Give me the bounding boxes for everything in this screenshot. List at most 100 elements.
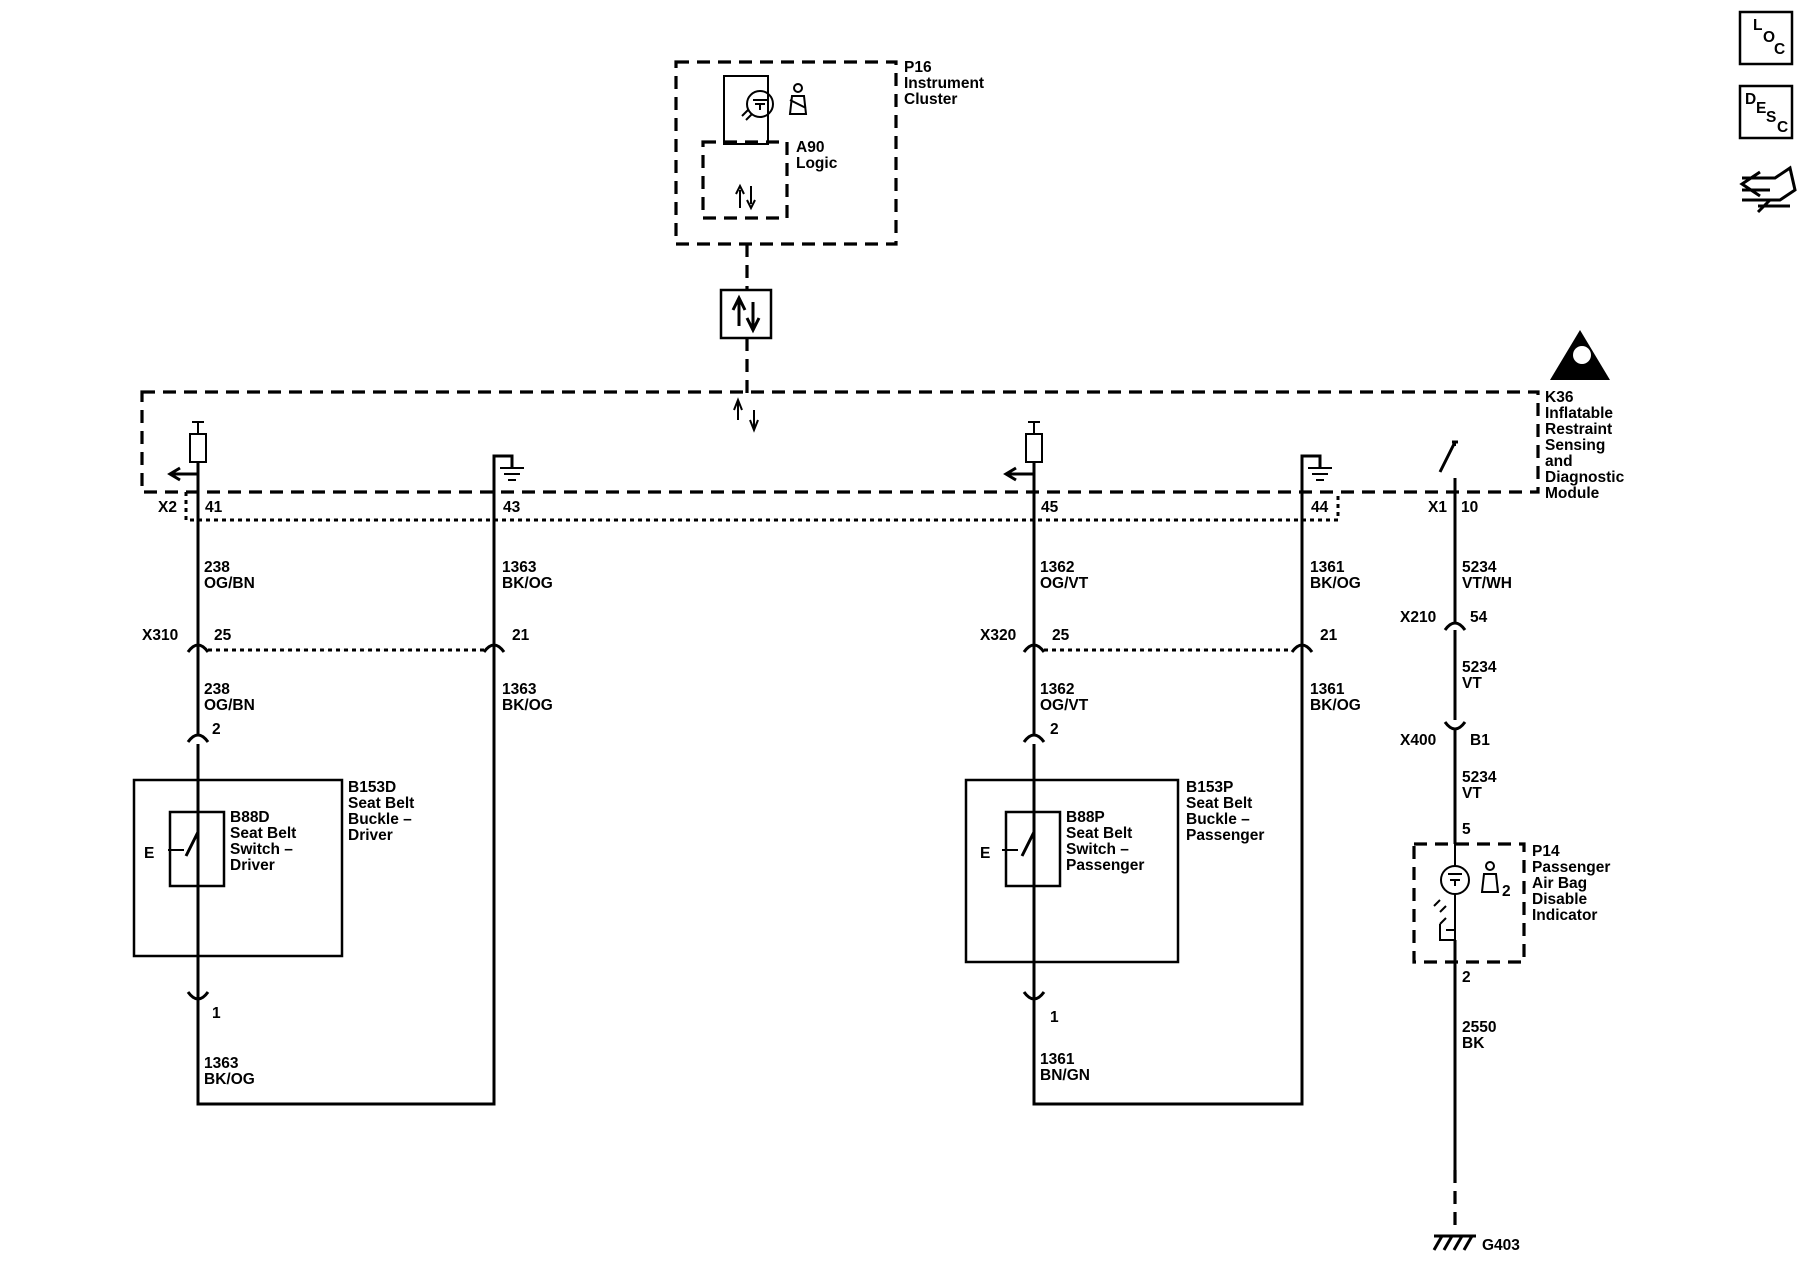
airbag-off-icon bbox=[1480, 861, 1500, 893]
svg-text:Passenger: Passenger bbox=[1066, 857, 1144, 874]
k36-driver-ground-circuit bbox=[492, 454, 524, 504]
svg-text:P14: P14 bbox=[1532, 843, 1560, 860]
svg-text:5234: 5234 bbox=[1462, 559, 1497, 576]
svg-text:BN/GN: BN/GN bbox=[1040, 1067, 1090, 1084]
svg-text:K36: K36 bbox=[1545, 389, 1574, 406]
svg-text:VT/WH: VT/WH bbox=[1462, 575, 1512, 592]
svg-text:B153P: B153P bbox=[1186, 779, 1233, 796]
svg-text:238: 238 bbox=[204, 681, 230, 698]
svg-text:25: 25 bbox=[1052, 627, 1070, 644]
svg-text:1362: 1362 bbox=[1040, 681, 1074, 698]
x210-connector: X210 54 bbox=[1400, 609, 1488, 631]
svg-text:1: 1 bbox=[212, 1005, 221, 1022]
svg-text:21: 21 bbox=[1320, 627, 1338, 644]
b153d-seat-belt-buckle-driver: E B88D Seat Belt Switch – Driver B153D S… bbox=[132, 778, 414, 958]
svg-text:Inflatable: Inflatable bbox=[1545, 405, 1613, 422]
svg-text:BK/OG: BK/OG bbox=[1310, 697, 1361, 714]
svg-text:Sensing: Sensing bbox=[1545, 437, 1605, 454]
svg-text:Driver: Driver bbox=[348, 827, 393, 844]
svg-text:BK: BK bbox=[1462, 1035, 1485, 1052]
svg-text:X320: X320 bbox=[980, 627, 1016, 644]
svg-text:X310: X310 bbox=[142, 627, 178, 644]
b153p-seat-belt-buckle-passenger: E B88P Seat Belt Switch – Passenger B153… bbox=[964, 778, 1264, 964]
svg-text:Instrument: Instrument bbox=[904, 75, 984, 92]
svg-text:E: E bbox=[980, 845, 990, 862]
svg-text:P16: P16 bbox=[904, 59, 932, 76]
x320-connector: X320 25 21 bbox=[980, 627, 1338, 653]
svg-text:OG/BN: OG/BN bbox=[204, 697, 255, 714]
passenger-wire-path bbox=[1032, 504, 1304, 1106]
svg-text:1362: 1362 bbox=[1040, 559, 1074, 576]
svg-text:Diagnostic: Diagnostic bbox=[1545, 469, 1625, 486]
svg-text:2550: 2550 bbox=[1462, 1019, 1496, 1036]
x310-connector: X310 25 21 bbox=[142, 627, 530, 653]
svg-text:5: 5 bbox=[1462, 821, 1471, 838]
pin-44: 44 bbox=[1311, 499, 1329, 516]
svg-text:2: 2 bbox=[1462, 969, 1471, 986]
svg-text:E: E bbox=[144, 845, 154, 862]
svg-text:O: O bbox=[1763, 29, 1775, 46]
svg-text:238: 238 bbox=[204, 559, 230, 576]
svg-text:Switch –: Switch – bbox=[1066, 841, 1129, 858]
svg-text:OG/VT: OG/VT bbox=[1040, 697, 1089, 714]
svg-text:Buckle –: Buckle – bbox=[348, 811, 412, 828]
loc-icon[interactable]: L O C bbox=[1738, 10, 1794, 66]
svg-text:X400: X400 bbox=[1400, 732, 1436, 749]
svg-text:Module: Module bbox=[1545, 485, 1600, 502]
pin-45: 45 bbox=[1041, 499, 1059, 516]
svg-text:5234: 5234 bbox=[1462, 769, 1497, 786]
svg-text:Buckle –: Buckle – bbox=[1186, 811, 1250, 828]
svg-text:1361: 1361 bbox=[1310, 559, 1345, 576]
connector-hand-icon[interactable] bbox=[1739, 165, 1797, 214]
svg-text:Disable: Disable bbox=[1532, 891, 1588, 908]
svg-text:1361: 1361 bbox=[1310, 681, 1345, 698]
svg-text:C: C bbox=[1777, 119, 1788, 136]
svg-text:2: 2 bbox=[1050, 721, 1059, 738]
svg-text:Indicator: Indicator bbox=[1532, 907, 1597, 924]
svg-text:21: 21 bbox=[512, 627, 530, 644]
desc-icon[interactable]: D E S C bbox=[1738, 84, 1794, 140]
svg-text:Switch –: Switch – bbox=[230, 841, 293, 858]
svg-text:Seat Belt: Seat Belt bbox=[230, 825, 296, 842]
connector-x1: X1 bbox=[1428, 499, 1447, 516]
svg-text:and: and bbox=[1545, 453, 1573, 470]
svg-text:OG/VT: OG/VT bbox=[1040, 575, 1089, 592]
svg-text:B153D: B153D bbox=[348, 779, 396, 796]
indicator-lamp-icon bbox=[746, 90, 774, 118]
svg-text:L: L bbox=[1753, 17, 1762, 34]
svg-text:G403: G403 bbox=[1482, 1237, 1520, 1254]
svg-text:OG/BN: OG/BN bbox=[204, 575, 255, 592]
b153p-top-terminal bbox=[1022, 733, 1046, 743]
svg-text:54: 54 bbox=[1470, 609, 1488, 626]
svg-text:BK/OG: BK/OG bbox=[204, 1071, 255, 1088]
b153p-bottom-terminal bbox=[1022, 991, 1046, 1001]
connector-x2: X2 bbox=[158, 499, 177, 516]
svg-text:S: S bbox=[1766, 109, 1776, 126]
k36-passenger-ground-circuit bbox=[1300, 454, 1332, 504]
svg-text:Cluster: Cluster bbox=[904, 91, 957, 108]
svg-text:25: 25 bbox=[214, 627, 232, 644]
b153d-top-terminal bbox=[186, 733, 210, 743]
svg-text:Passenger: Passenger bbox=[1186, 827, 1264, 844]
svg-text:Logic: Logic bbox=[796, 155, 838, 172]
driver-wire-path bbox=[196, 504, 496, 1106]
svg-text:1: 1 bbox=[1050, 1009, 1059, 1026]
pin-10: 10 bbox=[1461, 499, 1478, 516]
svg-text:BK/OG: BK/OG bbox=[1310, 575, 1361, 592]
svg-text:Restraint: Restraint bbox=[1545, 421, 1612, 438]
svg-text:1361: 1361 bbox=[1040, 1051, 1075, 1068]
svg-text:Driver: Driver bbox=[230, 857, 275, 874]
pin-41: 41 bbox=[205, 499, 223, 516]
pin-43: 43 bbox=[503, 499, 521, 516]
serial-data-box-icon bbox=[719, 288, 773, 340]
svg-text:D: D bbox=[1745, 91, 1756, 108]
svg-text:VT: VT bbox=[1462, 785, 1482, 802]
x400-connector: X400 B1 bbox=[1400, 721, 1490, 749]
svg-text:Seat Belt: Seat Belt bbox=[348, 795, 414, 812]
svg-text:5234: 5234 bbox=[1462, 659, 1497, 676]
g403-ground-icon: G403 bbox=[1432, 1234, 1520, 1254]
svg-text:B1: B1 bbox=[1470, 732, 1490, 749]
svg-text:Air Bag: Air Bag bbox=[1532, 875, 1587, 892]
k36-indicator-switch bbox=[1438, 440, 1458, 504]
